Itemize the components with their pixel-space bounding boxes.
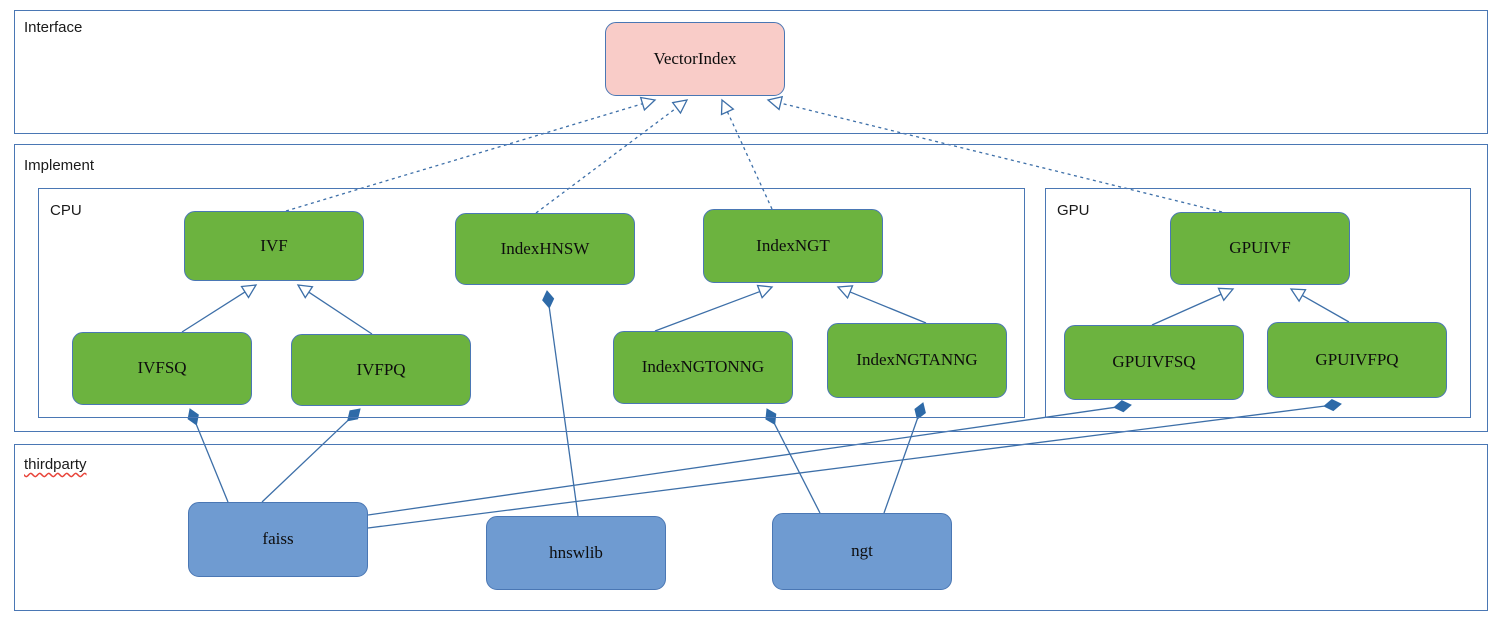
node-gpuivfsq[interactable]: GPUIVFSQ	[1064, 325, 1244, 400]
arrowhead-hollow-triangle	[639, 96, 657, 112]
edge-e10-generalization	[1289, 288, 1350, 323]
node-faiss[interactable]: faiss	[188, 502, 368, 577]
arrowhead-hollow-triangle	[1217, 287, 1235, 302]
group-box-interface	[14, 10, 1488, 134]
arrowhead-hollow-triangle	[1289, 288, 1307, 303]
edge-e14-composition	[367, 399, 1342, 529]
arrowhead-hollow-triangle	[671, 99, 689, 115]
node-indexngtonng[interactable]: IndexNGTONNG	[613, 331, 793, 404]
edge-e5-generalization	[181, 284, 258, 333]
edge-e3-realization	[720, 98, 773, 210]
arrowhead-hollow-triangle	[766, 95, 784, 111]
arrowhead-hollow-triangle	[756, 284, 774, 299]
node-ngt[interactable]: ngt	[772, 513, 952, 590]
group-box-thirdparty	[14, 444, 1488, 611]
edge-e6-generalization	[296, 284, 373, 335]
edge-e2-realization	[535, 99, 689, 214]
edge-e11-composition	[187, 408, 229, 503]
arrowhead-filled-diamond	[1323, 399, 1342, 412]
group-label-cpu: CPU	[50, 202, 82, 219]
arrowhead-filled-diamond	[1113, 400, 1132, 413]
arrowhead-hollow-triangle	[296, 284, 314, 299]
node-gpuivfpq[interactable]: GPUIVFPQ	[1267, 322, 1447, 398]
node-ivfpq[interactable]: IVFPQ	[291, 334, 471, 406]
edge-e13-composition	[367, 400, 1132, 516]
group-box-gpu	[1045, 188, 1471, 418]
node-hnswlib[interactable]: hnswlib	[486, 516, 666, 590]
arrowhead-filled-diamond	[187, 408, 199, 426]
edge-e17-composition	[883, 402, 926, 514]
node-vectorindex[interactable]: VectorIndex	[605, 22, 785, 96]
arrowhead-filled-diamond	[765, 408, 777, 425]
arrowhead-hollow-triangle	[836, 285, 854, 300]
group-label-interface: Interface	[24, 19, 83, 36]
edge-e8-generalization	[836, 285, 927, 324]
arrowhead-hollow-triangle	[240, 284, 258, 299]
edge-e16-composition	[765, 408, 821, 514]
node-ivfsq[interactable]: IVFSQ	[72, 332, 252, 405]
arrowhead-hollow-triangle	[720, 98, 735, 116]
edge-e15-composition	[542, 290, 579, 517]
group-box-implement	[14, 144, 1488, 432]
node-indexhnsw[interactable]: IndexHNSW	[455, 213, 635, 285]
edge-e4-realization	[766, 95, 1223, 213]
group-label-implement: Implement	[24, 157, 95, 174]
edge-e7-generalization	[654, 284, 774, 332]
arrowhead-filled-diamond	[914, 402, 926, 420]
edge-e1-realization	[285, 96, 657, 212]
node-gpuivf[interactable]: GPUIVF	[1170, 212, 1350, 285]
node-indexngtanng[interactable]: IndexNGTANNG	[827, 323, 1007, 398]
group-label-thirdparty: thirdparty	[24, 456, 87, 473]
edge-e9-generalization	[1151, 287, 1235, 326]
node-ivf[interactable]: IVF	[184, 211, 364, 281]
group-label-gpu: GPU	[1057, 202, 1090, 219]
arrowhead-filled-diamond	[542, 290, 555, 309]
node-indexngt[interactable]: IndexNGT	[703, 209, 883, 283]
group-box-cpu	[38, 188, 1025, 418]
